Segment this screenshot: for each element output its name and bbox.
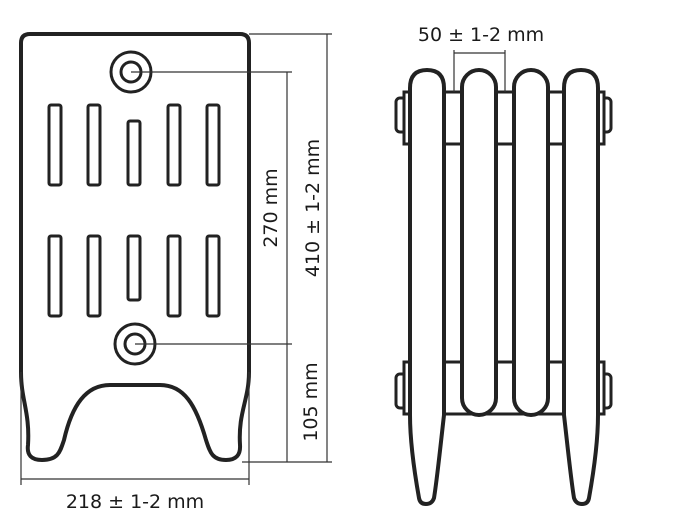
foot-height-label: 105 mm: [300, 362, 322, 441]
side-section-middle: [460, 68, 498, 417]
axis-distance-label: 270 mm: [260, 168, 282, 247]
upper-slot: [86, 103, 102, 187]
side-section-left: [408, 68, 446, 506]
front-view: [19, 32, 251, 462]
lower-slot: [205, 234, 221, 318]
side-view: 50 ± 1-2 mm: [394, 24, 613, 506]
side-section-middle: [512, 68, 550, 417]
upper-slot: [126, 119, 142, 187]
upper-slot: [166, 103, 182, 187]
lower-slot: [126, 234, 142, 302]
front-dimensions: 218 ± 1-2 mm 270 mm 410 ± 1-2 mm 105 mm: [20, 33, 332, 513]
upper-slot: [205, 103, 221, 187]
side-section-right: [562, 68, 600, 506]
width-label: 218 ± 1-2 mm: [66, 491, 204, 513]
total-height-label: 410 ± 1-2 mm: [302, 139, 324, 277]
lower-slot: [86, 234, 102, 318]
lower-slot: [47, 234, 63, 318]
lower-slot: [166, 234, 182, 318]
section-width-label: 50 ± 1-2 mm: [418, 24, 544, 46]
upper-slot: [47, 103, 63, 187]
